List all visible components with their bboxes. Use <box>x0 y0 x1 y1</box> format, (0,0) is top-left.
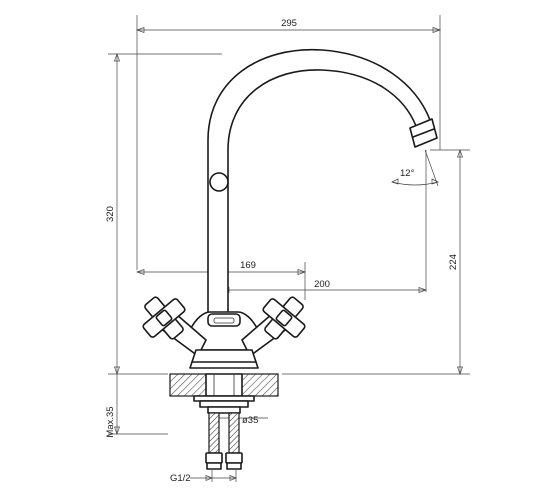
dimension-labels: 295 320 224 169 200 12° Max.35 ø35 G1/2 <box>105 18 459 484</box>
faucet-base <box>189 349 259 369</box>
right-cross-handle <box>262 296 306 340</box>
left-cross-handle <box>142 296 186 340</box>
dim-hole-diameter: ø35 <box>242 415 258 426</box>
spout-knob <box>209 172 229 192</box>
dim-reach-a: 169 <box>240 260 256 271</box>
countertop-section <box>169 373 279 397</box>
dim-angle: 12° <box>400 168 415 179</box>
dim-height-total: 320 <box>105 206 116 222</box>
dim-width-total: 295 <box>281 18 297 29</box>
supply-hoses <box>205 412 243 470</box>
mounting-hardware <box>193 395 255 414</box>
dim-reach-b: 200 <box>314 279 330 290</box>
dim-max-thickness: Max.35 <box>105 406 116 437</box>
dim-spout-height: 224 <box>448 254 459 270</box>
dim-thread: G1/2 <box>170 473 191 484</box>
dimension-lines <box>108 15 470 482</box>
